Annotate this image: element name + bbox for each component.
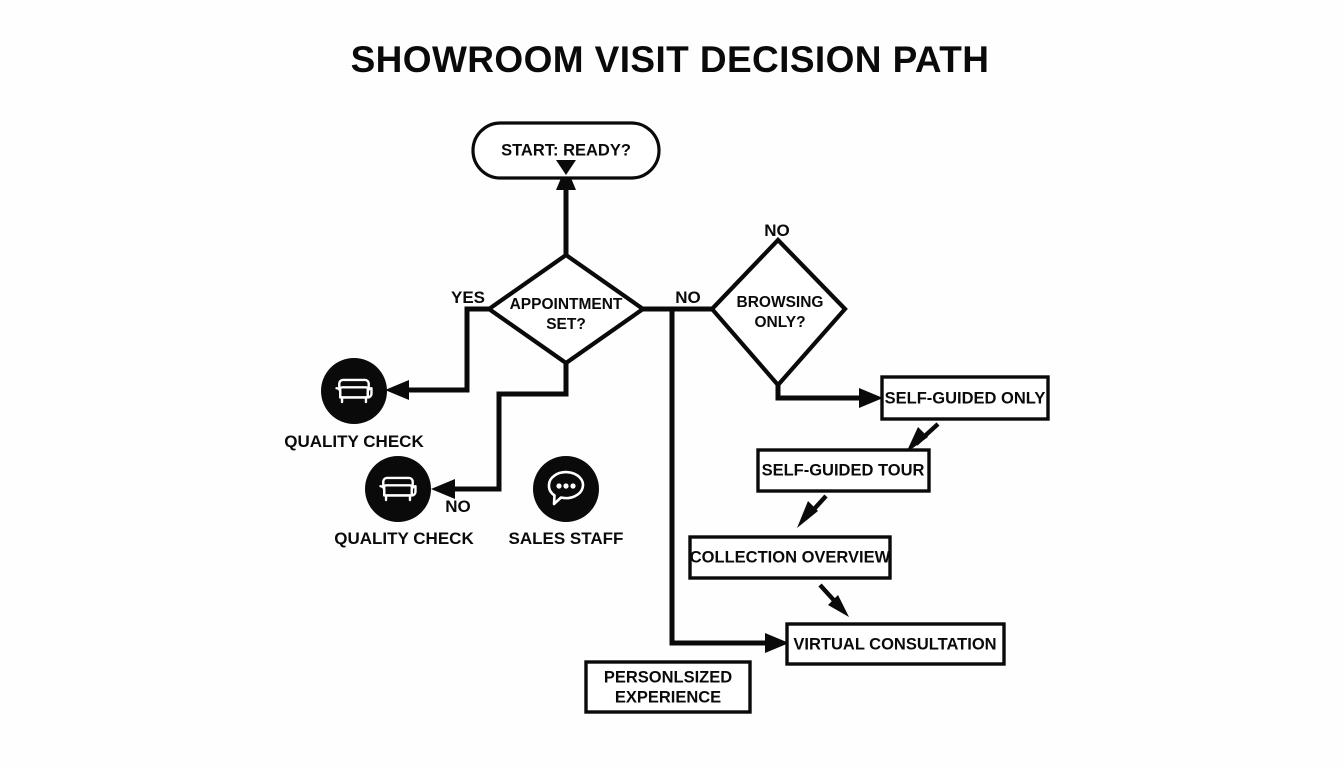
decision-browsing-label-line2: ONLY?: [754, 314, 805, 331]
edge-no-to-quality-check-2: [447, 341, 569, 492]
node-personalized-experience[interactable]: PERSONLSIZED EXPERIENCE: [584, 660, 752, 714]
node-sales-staff[interactable]: SALES STAFF: [509, 456, 624, 548]
sales-staff-disc: [533, 456, 599, 522]
arrowhead-quality-check-2: [431, 479, 455, 499]
collection-overview-label: COLLECTION OVERVIEW: [690, 548, 891, 566]
quality-check-1-label: QUALITY CHECK: [284, 432, 424, 451]
edge-browsing-to-self-guided-only: [775, 385, 868, 401]
arrowhead-virtual-consultation-diagonal: [828, 595, 849, 617]
decision-browsing-shape: [709, 236, 848, 389]
decision-appointment-label-line1: APPOINTMENT: [510, 296, 623, 313]
edge-layer: [385, 166, 940, 653]
sofa-icon: [335, 378, 373, 404]
edge-label-no-appointment: NO: [675, 288, 701, 307]
arrowhead-self-guided-tour: [906, 427, 928, 453]
quality-check-2-label: QUALITY CHECK: [334, 529, 474, 548]
start-node-label: START: READY?: [501, 141, 631, 159]
edge-label-layer: YES NO NO NO: [445, 221, 790, 516]
self-guided-only-label: SELF-GUIDED ONLY: [885, 389, 1046, 407]
edge-label-no-browsing: NO: [764, 221, 790, 240]
edge-label-yes-appointment: YES: [451, 288, 485, 307]
start-node-shape: [471, 121, 661, 180]
self-guided-only-shape: [880, 375, 1050, 421]
arrowhead-virtual-consultation: [765, 633, 789, 653]
virtual-consultation-label: VIRTUAL CONSULTATION: [793, 635, 996, 653]
personalized-experience-shape: [584, 660, 752, 714]
chat-bubble-icon: [547, 470, 585, 506]
quality-check-2-disc: [365, 456, 431, 522]
personalized-experience-label-line2: EXPERIENCE: [615, 688, 721, 706]
sales-staff-label: SALES STAFF: [509, 529, 624, 548]
quality-check-1-disc: [321, 358, 387, 424]
decision-appointment-label-line2: SET?: [546, 316, 586, 333]
decision-browsing-label-line1: BROWSING: [737, 294, 824, 311]
collection-overview-shape: [688, 535, 892, 580]
edge-label-no-quality-check: NO: [445, 497, 471, 516]
edge-no-trunk-to-virtual-consultation: [669, 309, 775, 646]
node-decision-appointment[interactable]: APPOINTMENT SET?: [485, 252, 647, 366]
node-start[interactable]: START: READY?: [471, 121, 661, 180]
node-decision-browsing[interactable]: BROWSING ONLY?: [709, 236, 848, 389]
node-virtual-consultation[interactable]: VIRTUAL CONSULTATION: [785, 622, 1006, 666]
start-node-caret-icon: [556, 160, 576, 175]
node-quality-check-1[interactable]: QUALITY CHECK: [284, 358, 424, 451]
sofa-icon: [379, 476, 417, 502]
arrowhead-self-guided-only: [859, 388, 883, 408]
personalized-experience-label-line1: PERSONLSIZED: [604, 668, 732, 686]
self-guided-tour-shape: [756, 448, 931, 493]
arrowhead-collection-overview: [797, 501, 818, 528]
virtual-consultation-shape: [785, 622, 1006, 666]
node-self-guided-tour[interactable]: SELF-GUIDED TOUR: [756, 448, 931, 493]
node-quality-check-2[interactable]: QUALITY CHECK: [334, 456, 474, 548]
page-title: SHOWROOM VISIT DECISION PATH: [351, 39, 990, 80]
edge-yes-to-quality-check-1: [400, 306, 490, 393]
node-self-guided-only[interactable]: SELF-GUIDED ONLY: [880, 375, 1050, 421]
decision-appointment-shape: [485, 252, 647, 366]
arrowhead-quality-check-1: [385, 380, 409, 400]
node-collection-overview[interactable]: COLLECTION OVERVIEW: [688, 535, 892, 580]
self-guided-tour-label: SELF-GUIDED TOUR: [762, 461, 925, 479]
